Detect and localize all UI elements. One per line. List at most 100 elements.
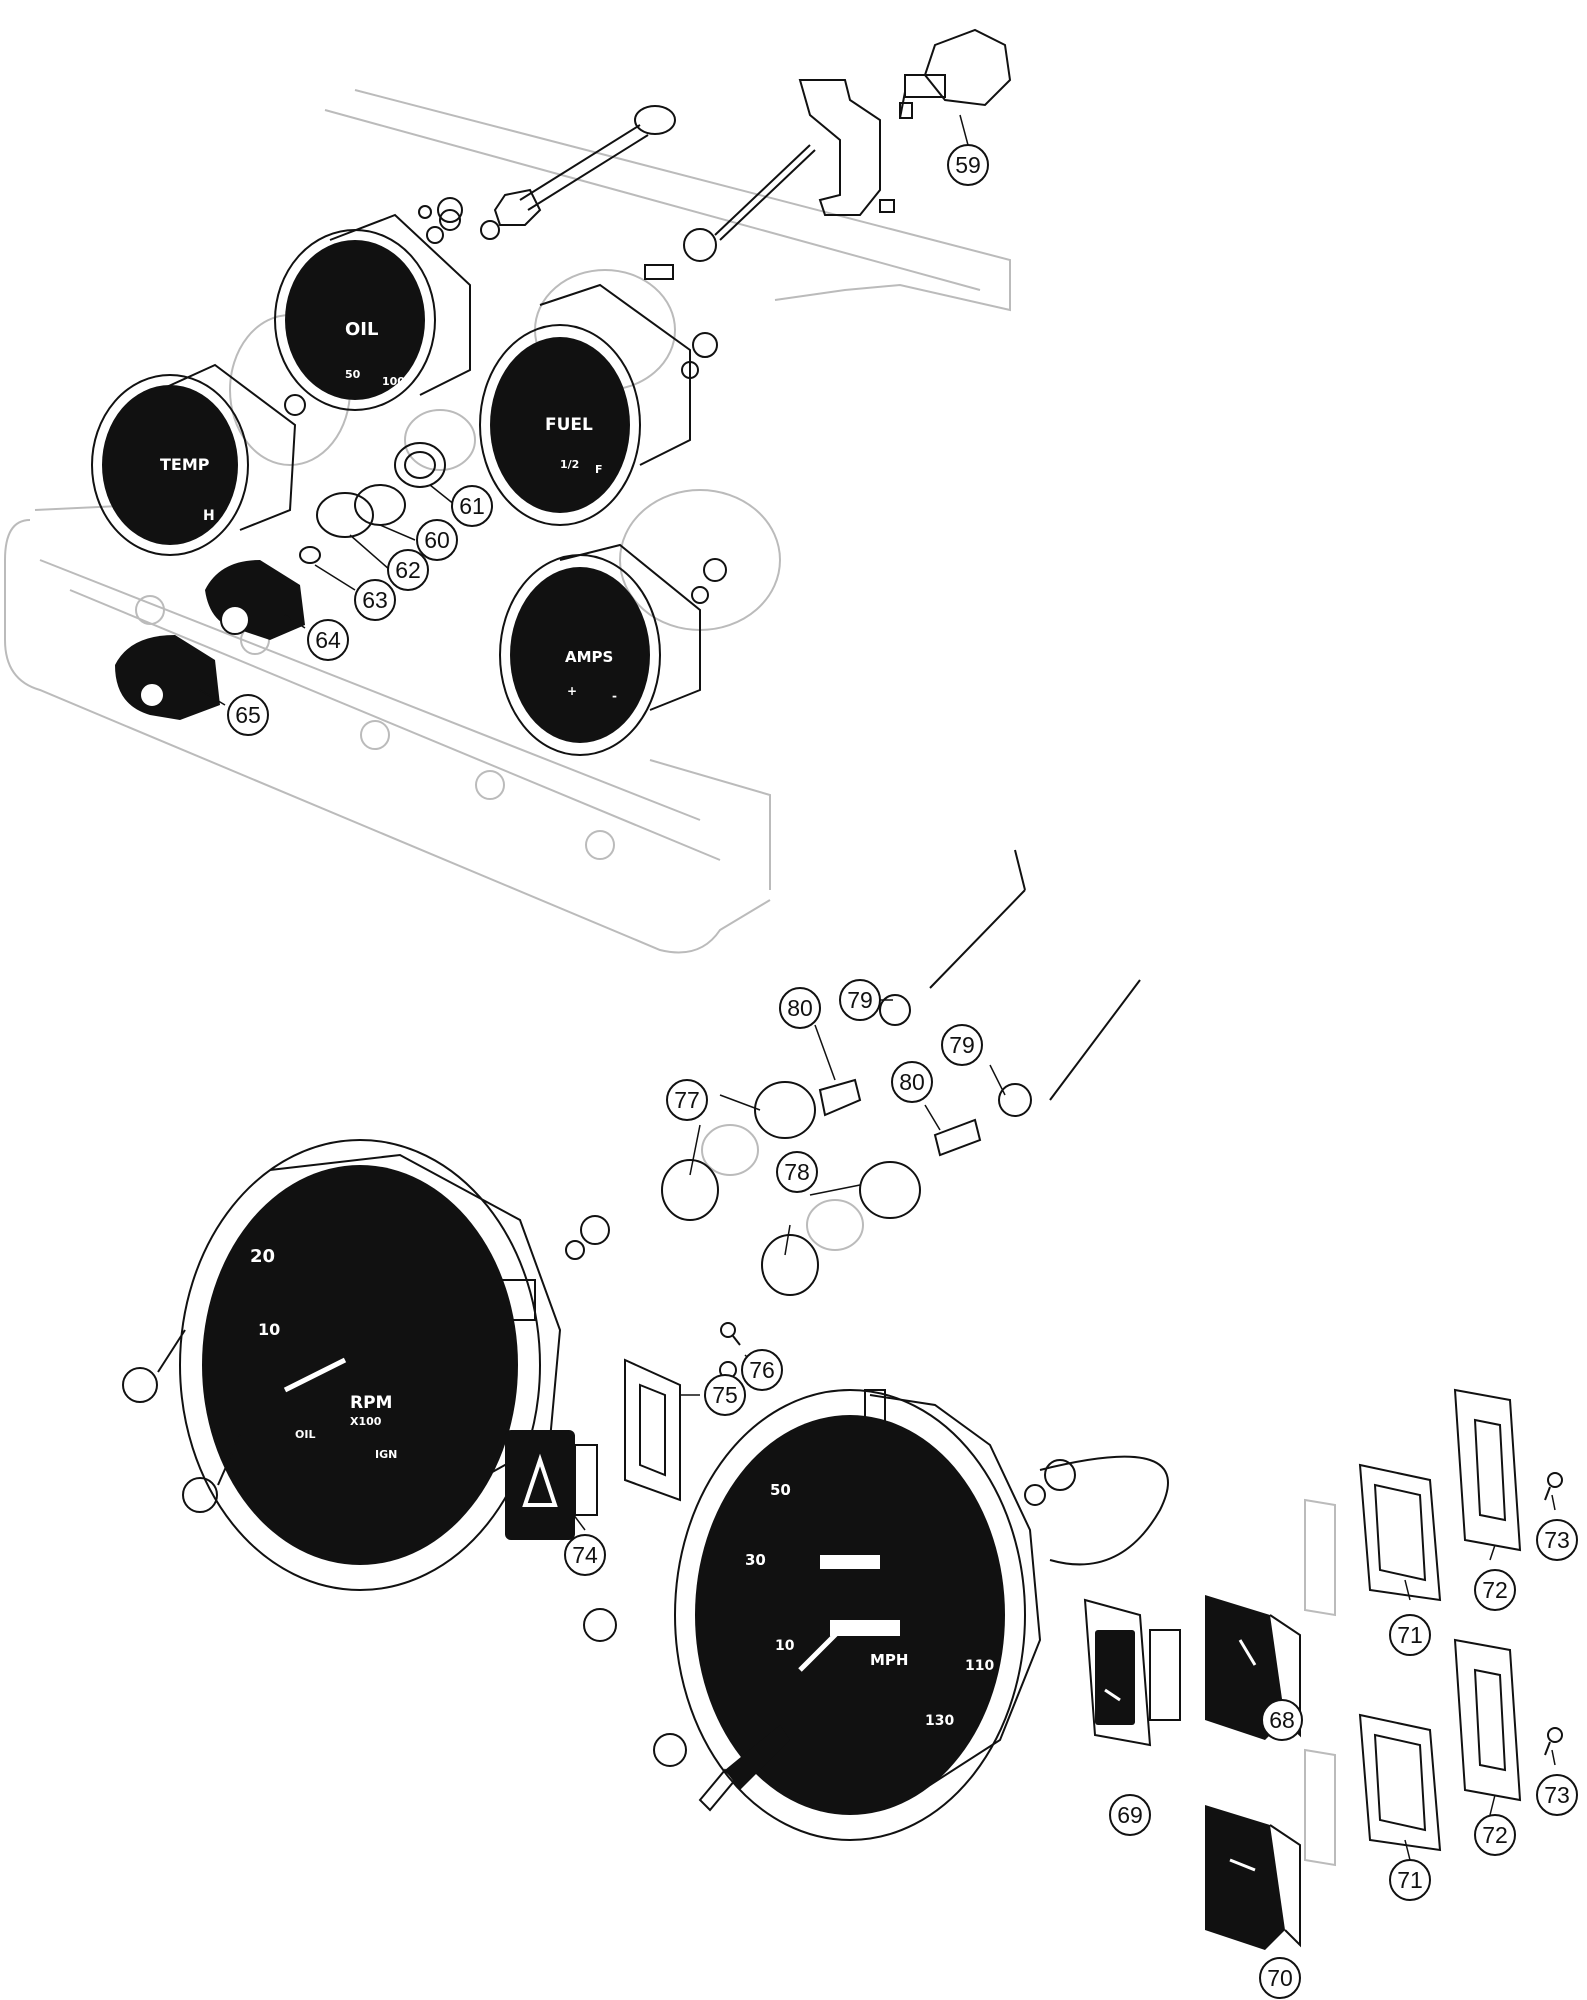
screw-73-upper bbox=[1544, 1472, 1563, 1501]
callout-circle bbox=[776, 1151, 818, 1193]
callout-72: 72 bbox=[1474, 1814, 1516, 1856]
hazard-switch bbox=[505, 1430, 598, 1540]
callout-circle bbox=[1536, 1519, 1578, 1561]
callout-circle bbox=[1261, 1699, 1303, 1741]
switch-plate-72-lower bbox=[1453, 1638, 1522, 1802]
callout-circle bbox=[307, 619, 349, 661]
callout-circle bbox=[779, 987, 821, 1029]
callout-circle bbox=[666, 1079, 708, 1121]
tachometer-ign-label: IGN bbox=[375, 1448, 397, 1461]
callout-number: 61 bbox=[459, 493, 485, 519]
callout-number: 77 bbox=[674, 1087, 700, 1113]
callout-number: 79 bbox=[847, 987, 873, 1013]
oil-gauge-title: OIL bbox=[345, 319, 378, 340]
callout-number: 64 bbox=[315, 627, 341, 653]
tachometer-tick-20: 20 bbox=[250, 1246, 275, 1267]
tachometer-tick-10: 10 bbox=[258, 1320, 280, 1339]
fuel-gauge-scale-full: F bbox=[595, 463, 603, 476]
bracket-with-cable bbox=[644, 79, 895, 280]
callout-labels: 59 60 61 62 63 64 65 68 69 70 71 71 72 72 73 73 74 75 76 77… bbox=[227, 144, 1578, 1999]
callout-circle bbox=[1389, 1614, 1431, 1656]
amps-gauge-title: AMPS bbox=[565, 648, 613, 666]
callout-circle bbox=[947, 144, 989, 186]
lamp-holders-77-80 bbox=[661, 849, 1141, 1296]
callout-number: 73 bbox=[1544, 1527, 1570, 1553]
knob-65 bbox=[115, 635, 220, 720]
oil-gauge-scale-mid: 50 bbox=[345, 368, 361, 381]
callout-79: 79 bbox=[839, 979, 881, 1021]
callout-circle bbox=[387, 549, 429, 591]
callout-72: 72 bbox=[1474, 1569, 1516, 1611]
callout-number: 70 bbox=[1267, 1965, 1293, 1991]
callout-circle bbox=[227, 694, 269, 736]
callout-78: 78 bbox=[776, 1151, 818, 1193]
callout-number: 68 bbox=[1269, 1707, 1295, 1733]
callout-76: 76 bbox=[741, 1349, 783, 1391]
callout-80: 80 bbox=[779, 987, 821, 1029]
rocker-switch-70 bbox=[1205, 1805, 1301, 1950]
callout-68: 68 bbox=[1261, 1699, 1303, 1741]
callout-circle bbox=[1109, 1794, 1151, 1836]
switch-surround-71-lower bbox=[1304, 1713, 1442, 1867]
part-59-switch bbox=[899, 28, 1012, 119]
oil-gauge: OIL 50 100 bbox=[274, 205, 471, 411]
tachometer: 20 10 RPM X100 OIL IGN bbox=[122, 1139, 610, 1591]
callout-circle bbox=[564, 1534, 606, 1576]
callout-60: 60 bbox=[416, 519, 458, 561]
speedometer-tick-130: 130 bbox=[925, 1713, 954, 1729]
callout-number: 65 bbox=[235, 702, 261, 728]
cable-nut bbox=[426, 105, 676, 244]
speedometer-tick-110: 110 bbox=[965, 1658, 994, 1674]
tachometer-rpm-label: RPM bbox=[350, 1393, 392, 1413]
callout-number: 59 bbox=[955, 152, 981, 178]
callout-59: 59 bbox=[947, 144, 989, 186]
switch-plate-72-upper bbox=[1453, 1388, 1522, 1552]
oil-gauge-scale-max: 100 bbox=[382, 375, 405, 388]
fuel-gauge-scale-half: 1/2 bbox=[560, 458, 579, 471]
callout-79: 79 bbox=[941, 1024, 983, 1066]
callout-number: 75 bbox=[712, 1382, 738, 1408]
callout-69: 69 bbox=[1109, 1794, 1151, 1836]
callout-number: 69 bbox=[1117, 1802, 1143, 1828]
amps-gauge: AMPS + - bbox=[499, 543, 727, 756]
callout-circle bbox=[704, 1374, 746, 1416]
callout-63: 63 bbox=[354, 579, 396, 621]
speedometer-tick-10: 10 bbox=[775, 1638, 795, 1654]
callout-71: 71 bbox=[1389, 1859, 1431, 1901]
callout-circle bbox=[891, 1061, 933, 1103]
callout-circle bbox=[416, 519, 458, 561]
callout-circle bbox=[741, 1349, 783, 1391]
callout-73: 73 bbox=[1536, 1519, 1578, 1561]
callout-number: 80 bbox=[787, 995, 813, 1021]
amps-gauge-plus: + bbox=[567, 684, 577, 698]
callout-circle bbox=[941, 1024, 983, 1066]
callout-number: 76 bbox=[749, 1357, 775, 1383]
tachometer-multiplier: X100 bbox=[350, 1415, 382, 1428]
callout-number: 63 bbox=[362, 587, 388, 613]
callout-number: 62 bbox=[395, 557, 421, 583]
callout-number: 71 bbox=[1397, 1622, 1423, 1648]
callout-number: 71 bbox=[1397, 1867, 1423, 1893]
callout-64: 64 bbox=[307, 619, 349, 661]
callout-circle bbox=[1474, 1569, 1516, 1611]
callout-71: 71 bbox=[1389, 1614, 1431, 1656]
callout-circle bbox=[1474, 1814, 1516, 1856]
callout-62: 62 bbox=[387, 549, 429, 591]
callout-number: 74 bbox=[572, 1542, 598, 1568]
callout-number: 73 bbox=[1544, 1782, 1570, 1808]
temp-gauge-mark-h: H bbox=[203, 508, 215, 524]
callout-61: 61 bbox=[451, 485, 493, 527]
screw-76 bbox=[720, 1322, 741, 1346]
callout-70: 70 bbox=[1259, 1957, 1301, 1999]
fuel-gauge-title: FUEL bbox=[545, 415, 593, 435]
callout-number: 78 bbox=[784, 1159, 810, 1185]
callout-number: 60 bbox=[424, 527, 450, 553]
temp-gauge: TEMP H bbox=[91, 363, 306, 556]
amps-gauge-minus: - bbox=[612, 689, 617, 703]
callout-number: 72 bbox=[1482, 1822, 1508, 1848]
callout-circle bbox=[839, 979, 881, 1021]
fuel-gauge: FUEL 1/2 F bbox=[479, 283, 718, 526]
speedometer: 50 30 10 MPH 110 130 bbox=[583, 1389, 1169, 1841]
callout-74: 74 bbox=[564, 1534, 606, 1576]
